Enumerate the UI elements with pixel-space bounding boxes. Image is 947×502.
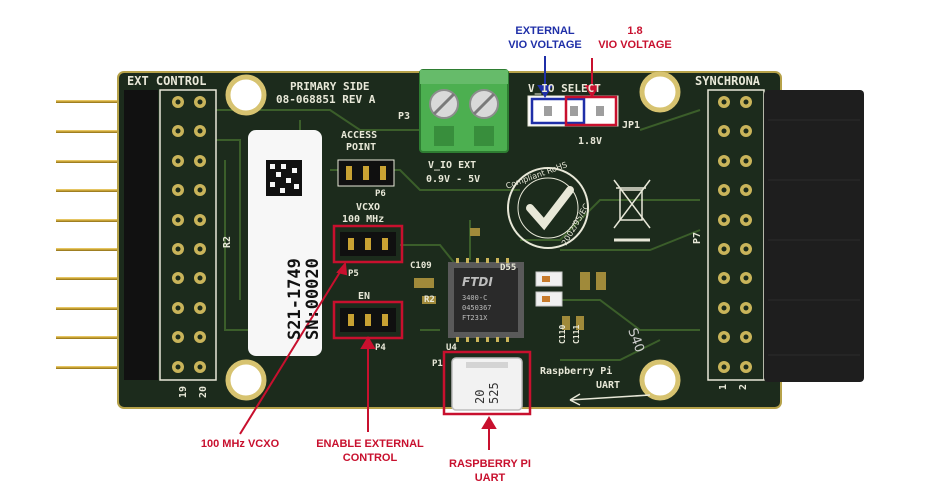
mounting-holes [225,71,681,401]
chip-line-2: 0450367 [462,304,492,312]
r2-side-ref: R2 [222,236,233,248]
vcxo-callout-text: 100 MHz VCXO [200,438,280,450]
vio-ext-terminal [419,69,509,153]
chip-line-1: 3400-C [462,294,487,302]
p5-vcxo-jumper [332,224,404,264]
vcxo-label: VCXO [356,202,380,213]
vcxo-freq-label: 100 MHz [342,214,384,225]
pin-20-label: 20 [198,386,209,398]
vio-18-line-1: 1.8 [627,25,643,37]
vio-18-line-2: VIO VOLTAGE [598,39,672,51]
c109-ref: C109 [410,261,432,271]
c110-ref: C110 [558,325,567,344]
p4-en-jumper [332,300,404,340]
rpi-silk-1: Raspberry Pi [540,365,612,377]
c111-ref: C111 [572,325,581,344]
vio-ext-label: V_IO EXT [428,160,476,171]
external-vio-callout: EXTERNAL VIO VOLTAGE [490,24,600,52]
ftdi-chip [448,258,524,342]
callout-pointers [239,58,600,450]
access-label-1: ACCESS [341,130,377,141]
r2-ref: R2 [424,295,435,305]
serial-sticker [248,130,322,356]
smd-components [414,228,606,330]
rohs-logo [507,167,589,249]
callout-pointer-blue [537,56,553,98]
u4-ref: U4 [446,343,457,353]
sticker-serial: SN:00020 [303,258,323,340]
p7-ref: P7 [692,232,703,244]
jp1-selector [527,95,619,127]
status-leds [535,271,563,307]
synchrona-header [707,89,864,382]
chip-brand: FTDI [462,275,493,289]
ext-control-label: EXT CONTROL [127,74,206,88]
part-rev-label: 08-068851 REV A [276,93,376,106]
d55-ref: D55 [500,263,516,273]
sticker-model: S21-1749 [285,258,305,340]
uart-silk-arrow [569,394,651,401]
uart-silk-arrowhead [569,393,581,406]
usb-connector [442,350,532,416]
rpi-uart-line-2: UART [474,472,506,484]
v18-label: 1.8V [578,136,602,147]
ext-control-header [124,89,217,381]
external-vio-line-2: VIO VOLTAGE [508,39,582,51]
p1-ref: P1 [432,359,443,369]
chip-line-3: FT231X [462,314,488,322]
rpi-uart-line-1: RASPBERRY PI [449,458,531,470]
vio-18-callout: 1.8 VIO VOLTAGE [590,24,680,52]
enable-ext-line-1: ENABLE EXTERNAL [316,438,424,450]
access-label-2: POINT [346,142,376,153]
p3-ref: P3 [398,111,410,122]
p6-ref: P6 [375,189,386,199]
jp1-ref: JP1 [622,120,640,131]
vio-range-label: 0.9V - 5V [426,174,480,185]
left-header-pins [56,100,126,369]
access-point-jumper [337,159,395,187]
external-vio-line-1: EXTERNAL [515,25,575,37]
usb-code-1: 20 [473,390,487,404]
enable-ext-line-2: CONTROL [342,452,398,464]
p4-ref: P4 [375,343,386,353]
usb-code-2: 525 [487,382,501,404]
primary-side-label: PRIMARY SIDE [290,80,369,93]
en-label: EN [358,291,370,302]
weee-bin-icon [613,179,651,242]
synchrona-label: SYNCHRONA [695,74,761,88]
p5-ref: P5 [348,269,359,279]
silkscreen-text: EXT CONTROL SYNCHRONA PRIMARY SIDE 08-06… [127,74,761,398]
rpi-uart-callout: RASPBERRY PI UART [430,457,550,485]
rpi-silk-2: UART [596,380,620,391]
pin-2-label: 2 [738,384,749,390]
vio-select-label: V_IO SELECT [528,82,601,95]
vcxo-callout: 100 MHz VCXO [170,437,310,451]
enable-ext-callout: ENABLE EXTERNAL CONTROL [300,437,440,465]
pin-19-label: 19 [178,386,189,398]
pin-1-label: 1 [718,384,729,390]
